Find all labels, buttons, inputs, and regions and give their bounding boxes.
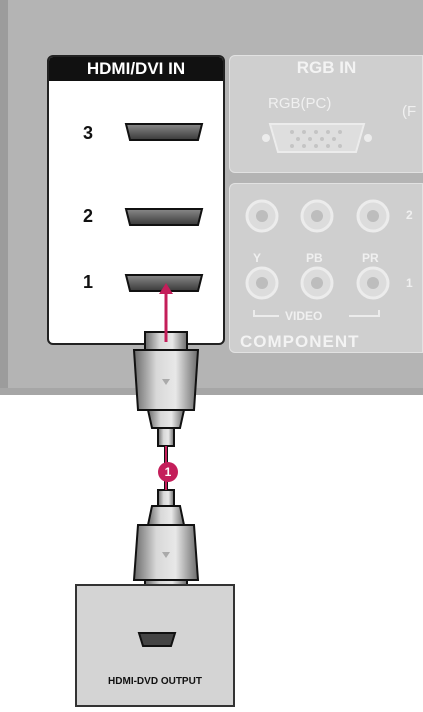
component-pb-label: PB xyxy=(306,251,323,265)
hdmi-port-2 xyxy=(124,208,204,226)
hdmi-ports-graphic xyxy=(124,123,204,292)
rgb-cutoff-label: (F xyxy=(402,103,417,120)
hdmi-port-3 xyxy=(124,123,204,141)
hdmi-plug-source-end xyxy=(132,489,200,599)
connection-arrow-tv xyxy=(159,283,173,342)
hdmi-plug-tv-end xyxy=(132,331,200,447)
rgb-pc-label: RGB(PC) xyxy=(268,95,332,112)
cable-number-marker: 1 xyxy=(158,462,178,482)
panel-left-edge xyxy=(0,0,8,395)
vga-port-icon xyxy=(262,123,372,153)
hdmi-output-port xyxy=(137,632,177,647)
rgb-input-panel xyxy=(229,55,423,173)
hdmi-input-panel xyxy=(47,55,225,345)
hdmi-panel-title: HDMI/DVI IN xyxy=(49,57,223,81)
component-jacks-graphic xyxy=(245,199,390,317)
component-row-1-label: 1 xyxy=(406,276,413,290)
hdmi-port-2-label: 2 xyxy=(82,206,93,226)
hdmi-port-3-label: 3 xyxy=(82,123,93,143)
component-y-label: Y xyxy=(253,251,262,265)
panel-bottom-edge xyxy=(0,388,423,395)
component-row-2-label: 2 xyxy=(406,208,413,222)
component-pr-label: PR xyxy=(362,251,379,265)
dvd-output-label: HDMI-DVD OUTPUT xyxy=(108,676,202,687)
component-panel-title: COMPONENT xyxy=(240,332,360,351)
hdmi-port-1 xyxy=(124,274,204,292)
hdmi-port-1-label: 1 xyxy=(82,272,93,292)
component-video-label: VIDEO xyxy=(285,309,323,323)
rgb-panel-title: RGB IN xyxy=(296,58,357,77)
